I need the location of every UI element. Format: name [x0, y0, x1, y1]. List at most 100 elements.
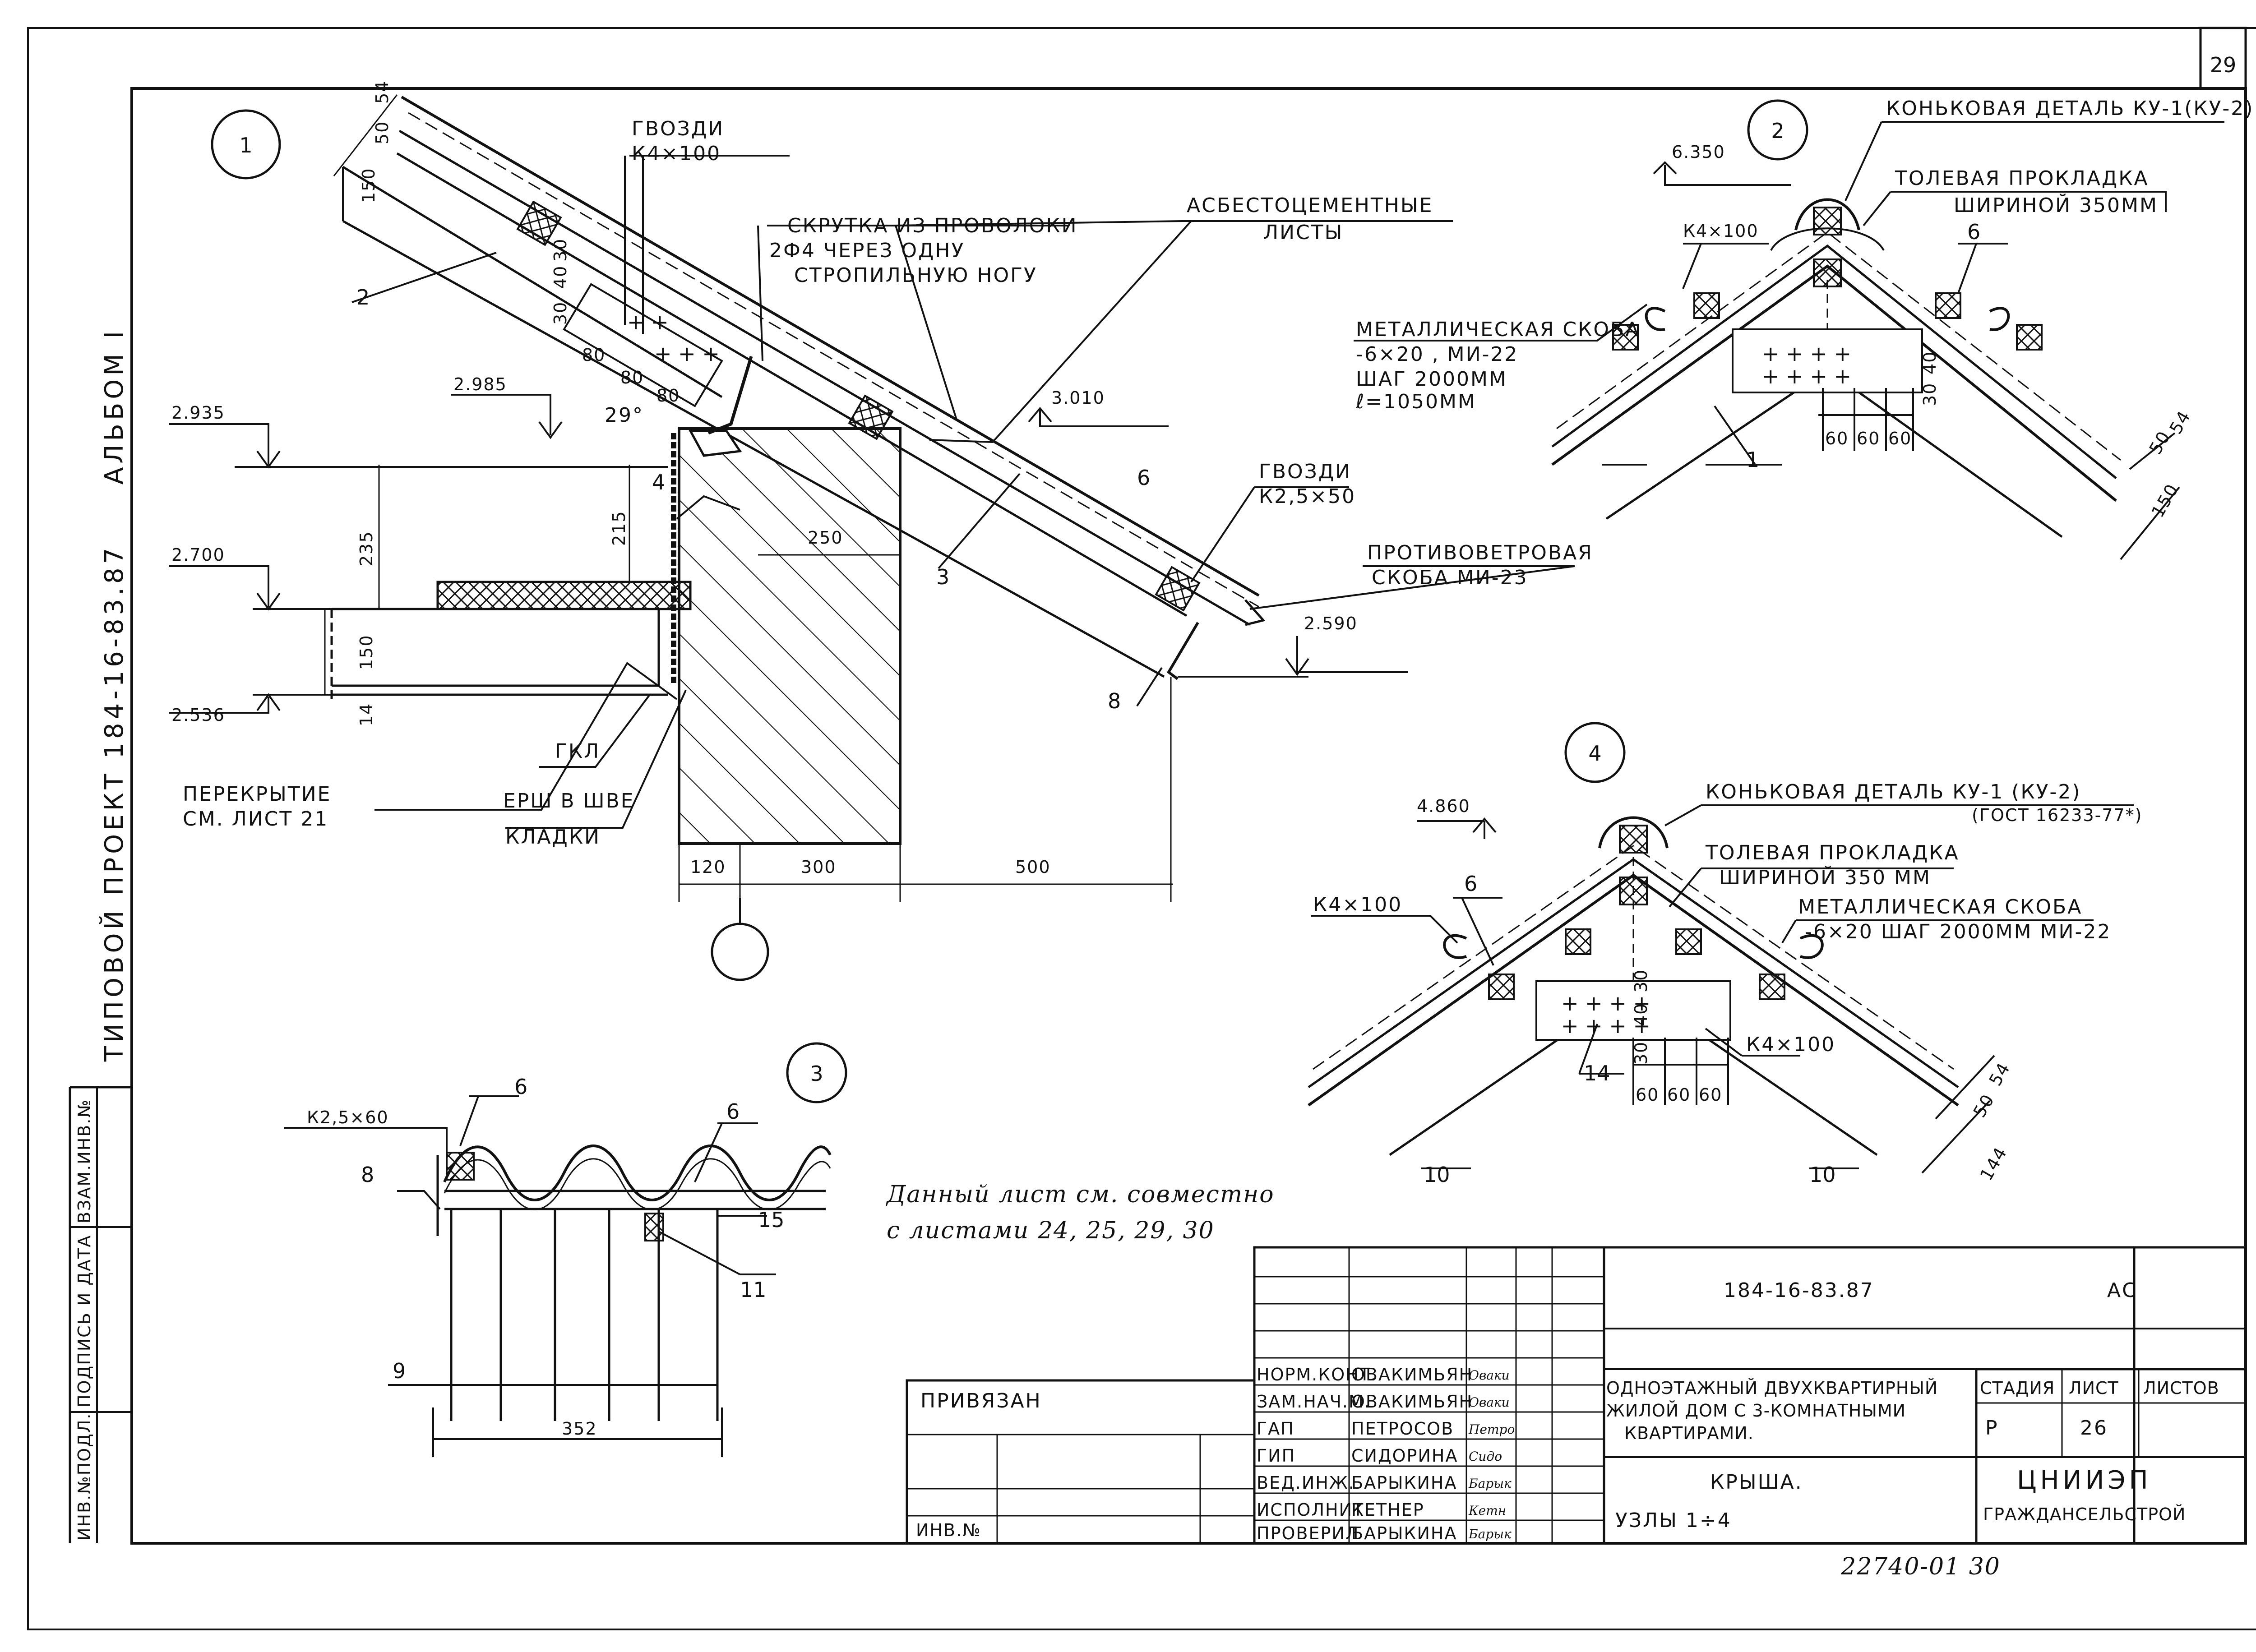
nail-marks: + + + +: [1762, 341, 1851, 366]
name: БАРЫКИНА: [1351, 1473, 1457, 1493]
name: КЕТНЕР: [1351, 1500, 1424, 1520]
label-nail-4-left: К4×100: [1313, 893, 1402, 916]
svg-text:1: 1: [239, 133, 252, 157]
svg-text:СМ. ЛИСТ 21: СМ. ЛИСТ 21: [183, 808, 328, 831]
label-nail-4-right: К4×100: [1746, 1033, 1835, 1056]
corrugated-sheet-underside: [444, 1158, 831, 1210]
battens-2: [1612, 207, 2043, 351]
stamp-signature: ПОДПИСЬ И ДАТА: [74, 1235, 94, 1407]
svg-text:150: 150: [2148, 480, 2182, 521]
role: ВЕД.ИНЖ.: [1257, 1473, 1355, 1493]
svg-text:-6×20 ШАГ 2000ММ МИ-22: -6×20 ШАГ 2000ММ МИ-22: [1805, 920, 2111, 943]
callout-10-right: 10: [1809, 1163, 1836, 1187]
svg-text:60: 60: [1699, 1085, 1722, 1105]
role: ЗАМ.НАЧ.М.: [1257, 1392, 1371, 1412]
callout-10-left: 10: [1424, 1163, 1450, 1187]
role: ГАП: [1257, 1419, 1294, 1439]
svg-text:К2,5×50: К2,5×50: [1259, 485, 1356, 508]
svg-text:ШАГ 2000ММ: ШАГ 2000ММ: [1356, 368, 1507, 391]
callout-6: 6: [1137, 466, 1150, 490]
svg-text:235: 235: [356, 531, 376, 566]
corrugated-sheet: [443, 1144, 832, 1201]
svg-text:ЛИСТЫ: ЛИСТЫ: [1263, 221, 1343, 244]
elev-2590: 2.590: [1304, 614, 1358, 633]
tb-mark: АС: [2107, 1279, 2137, 1302]
callout-4: 4: [652, 470, 665, 494]
leaders-node2: [1354, 121, 2224, 560]
tb-desc-1: ОДНОЭТАЖНЫЙ ДВУХКВАРТИРНЫЙ: [1606, 1378, 1938, 1398]
tb-org-1: ЦНИИЭП: [2017, 1466, 2152, 1495]
rafter-end: [1167, 622, 1199, 680]
dimension-lines-node1: [324, 94, 1173, 902]
wire-twist: [707, 355, 753, 435]
svg-text:2: 2: [1771, 119, 1784, 143]
label-nail-3: К2,5×60: [307, 1107, 389, 1127]
node-3-marker: [786, 1042, 847, 1103]
svg-text:60: 60: [1825, 429, 1849, 448]
leaders-node1: [351, 155, 1575, 829]
nail-marks: + + + +: [1561, 1014, 1650, 1038]
svg-text:250: 250: [808, 528, 843, 548]
svg-text:50: 50: [372, 121, 392, 144]
svg-text:60: 60: [1888, 429, 1912, 448]
svg-text:500: 500: [1015, 857, 1051, 877]
callout-6a: 6: [514, 1075, 527, 1099]
svg-text:40: 40: [550, 265, 570, 289]
archive-number: 22740-01 30: [1840, 1553, 2001, 1580]
tb-inv: ИНВ.№: [916, 1520, 981, 1540]
tb-sheets-header: ЛИСТОВ: [2143, 1378, 2219, 1398]
tb-org-2: ГРАЖДАНСЕЛЬСТРОЙ: [1983, 1504, 2186, 1524]
signature: Сидо: [1469, 1449, 1502, 1464]
tb-stage-header: СТАДИЯ: [1980, 1378, 2055, 1398]
name: ОВАКИМЬЯН: [1351, 1365, 1473, 1384]
elev-2536: 2.536: [171, 705, 225, 725]
svg-text:СКОБА МИ-23: СКОБА МИ-23: [1372, 566, 1528, 589]
svg-text:30: 30: [1631, 969, 1651, 992]
node-4: 4 + + + + + + + +: [1308, 722, 2142, 1187]
name: ОВАКИМЬЯН: [1351, 1392, 1473, 1412]
elev-2935: 2.935: [171, 403, 225, 423]
svg-text:К4×100: К4×100: [632, 142, 721, 165]
signature: Барык: [1468, 1476, 1512, 1491]
svg-text:144: 144: [1976, 1143, 2011, 1184]
svg-text:60: 60: [1636, 1085, 1659, 1105]
elev-6350: 6.350: [1672, 142, 1725, 162]
svg-text:80: 80: [620, 368, 644, 388]
svg-text:30: 30: [1920, 383, 1940, 406]
label-ridge-detail-2: КОНЬКОВАЯ ДЕТАЛЬ КУ-1(КУ-2): [1886, 97, 2254, 120]
svg-text:4: 4: [1588, 741, 1601, 766]
node-1-marker: [211, 109, 281, 180]
wind-clip: [1244, 599, 1266, 626]
elev-2985: 2.985: [453, 374, 507, 394]
board-plate: [563, 283, 723, 407]
signature: Оваки: [1469, 1368, 1510, 1383]
leaders-node4: [1311, 804, 2134, 1174]
batten-3b: [644, 1213, 664, 1241]
stamp-exchange: ВЗАМ.ИНВ.№: [74, 1099, 94, 1223]
node-4-marker: [1564, 722, 1626, 783]
elev-3010: 3.010: [1051, 388, 1105, 408]
role: ПРОВЕРИЛ: [1257, 1523, 1359, 1543]
label-clip-2: МЕТАЛЛИЧЕСКАЯ СКОБА: [1356, 318, 1640, 341]
callout-15: 15: [758, 1208, 785, 1232]
tb-desc-3: КВАРТИРАМИ.: [1624, 1423, 1754, 1443]
masonry-wall: [678, 427, 901, 845]
purlin-section: [436, 1155, 826, 1421]
callout-3: 3: [936, 565, 949, 589]
svg-text:-6×20 , МИ-22: -6×20 , МИ-22: [1356, 343, 1518, 366]
label-nail-2: К4×100: [1683, 221, 1759, 241]
label-nails-k25: ГВОЗДИ: [1259, 460, 1351, 483]
elevation-marks-node1: [169, 394, 1408, 714]
svg-text:40: 40: [1631, 1003, 1651, 1026]
role: НОРМ.КОНТ.: [1257, 1365, 1377, 1384]
tb-stage: Р: [1985, 1417, 1999, 1440]
leaders-node3: [284, 1095, 776, 1457]
svg-text:30: 30: [1631, 1041, 1651, 1065]
node-2: 2 + + + + + + + +: [1354, 97, 2254, 560]
tb-roles: НОРМ.КОНТ. ОВАКИМЬЯН Оваки ЗАМ.НАЧ.М. ОВ…: [1257, 1365, 1515, 1543]
nail-marks: + +: [627, 310, 669, 334]
nail-marks: + + + +: [1762, 364, 1851, 388]
node-3: 3: [284, 1042, 847, 1457]
